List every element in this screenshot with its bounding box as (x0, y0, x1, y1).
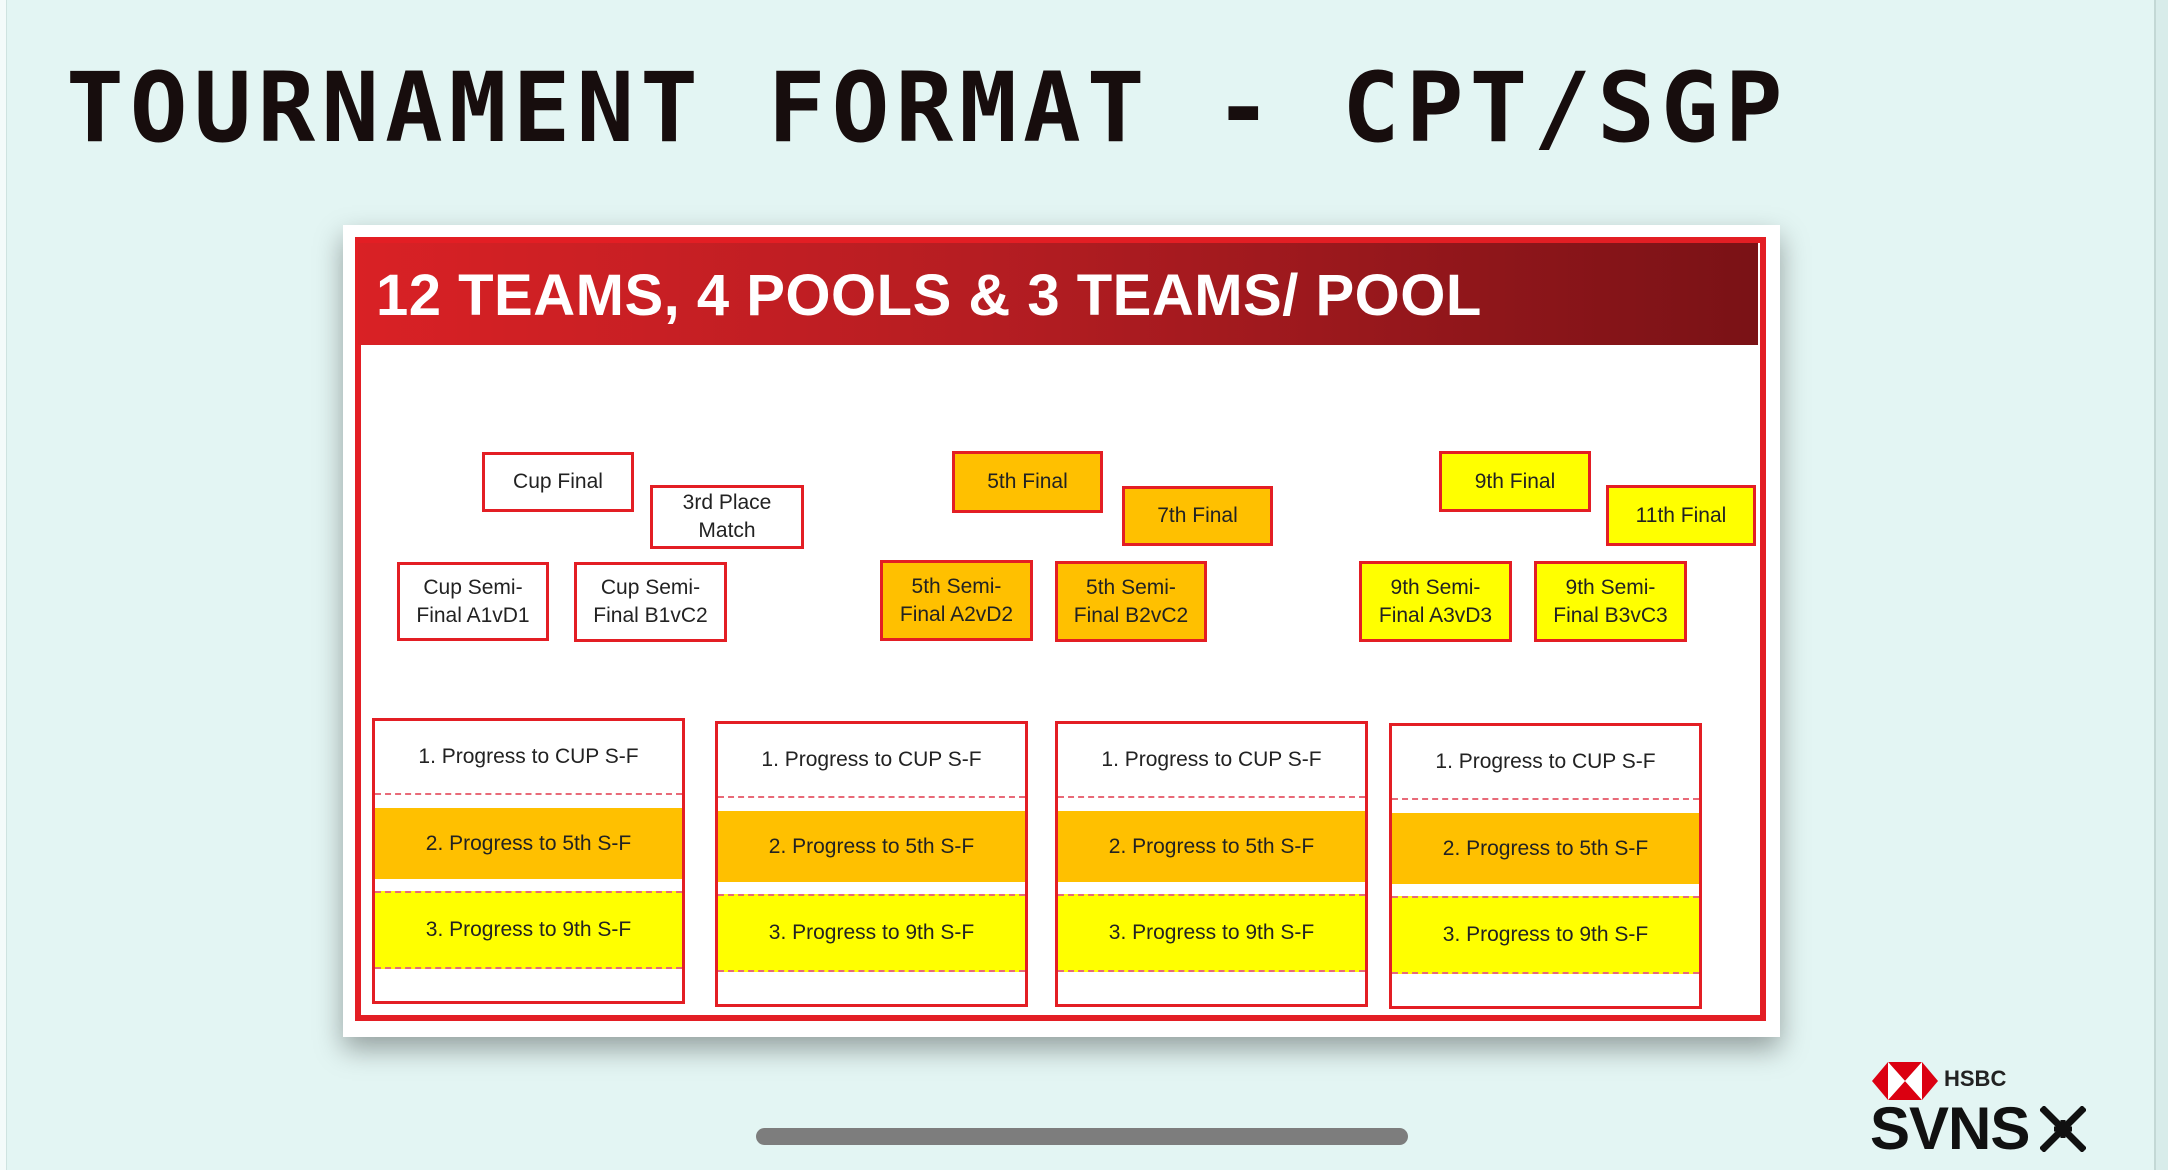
third-place-label: 3rd Place Match (682, 491, 772, 542)
pool-row-second: 2. Progress to 5th S-F (1392, 813, 1699, 884)
pool-table: 1. Progress to CUP S-F 2. Progress to 5t… (1389, 723, 1702, 1009)
ninth-semi-b3vc3-label: 9th Semi- Final B3vC3 (1553, 575, 1668, 627)
logo-bank-name: HSBC (1944, 1066, 2007, 1091)
eleventh-final-box: 11th Final (1606, 485, 1756, 546)
pool-row-third: 3. Progress to 9th S-F (1392, 896, 1699, 974)
pool-row-first: 1. Progress to CUP S-F (375, 721, 682, 795)
screen-edge-left (0, 0, 7, 1170)
fifth-final-label: 5th Final (987, 470, 1068, 493)
logo-wordmark: SVNS (1870, 1095, 2030, 1162)
fifth-semi-b2vc2-label: 5th Semi- Final B2vC2 (1073, 575, 1189, 627)
fifth-final-box: 5th Final (952, 451, 1103, 513)
pool-row-first: 1. Progress to CUP S-F (1058, 724, 1365, 798)
page-title: TOURNAMENT FORMAT - CPT/SGP (66, 52, 1789, 164)
ninth-final-box: 9th Final (1439, 451, 1591, 512)
hsbc-hexagon-icon (1872, 1062, 1938, 1100)
pool-row-third: 3. Progress to 9th S-F (375, 891, 682, 969)
pool-table: 1. Progress to CUP S-F 2. Progress to 5t… (1055, 721, 1368, 1007)
pool-table: 1. Progress to CUP S-F 2. Progress to 5t… (372, 718, 685, 1004)
seventh-final-box: 7th Final (1122, 486, 1273, 546)
pool-row-third: 3. Progress to 9th S-F (1058, 894, 1365, 972)
pool-row-third: 3. Progress to 9th S-F (718, 894, 1025, 972)
fifth-semi-a2vd2-label: 5th Semi- Final A2vD2 (899, 574, 1014, 626)
slide-banner (358, 243, 1758, 345)
ninth-semi-a3vd3-box: 9th Semi- Final A3vD3 (1359, 561, 1512, 642)
sevens-emblem-icon (2040, 1106, 2086, 1152)
ninth-final-label: 9th Final (1474, 469, 1556, 493)
slide-red-border (355, 237, 1766, 1021)
ninth-semi-b3vc3-box: 9th Semi- Final B3vC3 (1534, 561, 1687, 642)
pool-table: 1. Progress to CUP S-F 2. Progress to 5t… (715, 721, 1028, 1007)
fifth-semi-a2vd2-box: 5th Semi- Final A2vD2 (880, 560, 1033, 641)
pool-row-second: 2. Progress to 5th S-F (375, 808, 682, 879)
seventh-final-label: 7th Final (1157, 504, 1238, 527)
screen-edge-right (2154, 0, 2168, 1170)
ninth-semi-a3vd3-label: 9th Semi- Final A3vD3 (1378, 575, 1493, 627)
cup-semi-a1vd1-box: Cup Semi- Final A1vD1 (397, 562, 549, 641)
third-place-box: 3rd Place Match (650, 485, 804, 549)
pool-row-second: 2. Progress to 5th S-F (1058, 811, 1365, 882)
svns-logo: HSBC SVNS (1870, 1060, 2100, 1162)
pool-row-second: 2. Progress to 5th S-F (718, 811, 1025, 882)
cup-semi-a1vd1-label: Cup Semi- Final A1vD1 (416, 575, 530, 627)
home-indicator[interactable] (756, 1128, 1408, 1145)
pool-row-first: 1. Progress to CUP S-F (1392, 726, 1699, 800)
banner-title: 12 TEAMS, 4 POOLS & 3 TEAMS/ POOL (376, 263, 1482, 328)
cup-final-label: Cup Final (513, 470, 603, 493)
eleventh-final-label: 11th Final (1635, 503, 1727, 527)
cup-semi-b1vc2-box: Cup Semi- Final B1vC2 (574, 562, 727, 642)
fifth-semi-b2vc2-box: 5th Semi- Final B2vC2 (1055, 561, 1207, 642)
pool-row-first: 1. Progress to CUP S-F (718, 724, 1025, 798)
cup-semi-b1vc2-label: Cup Semi- Final B1vC2 (593, 576, 708, 627)
cup-final-box: Cup Final (482, 452, 634, 512)
